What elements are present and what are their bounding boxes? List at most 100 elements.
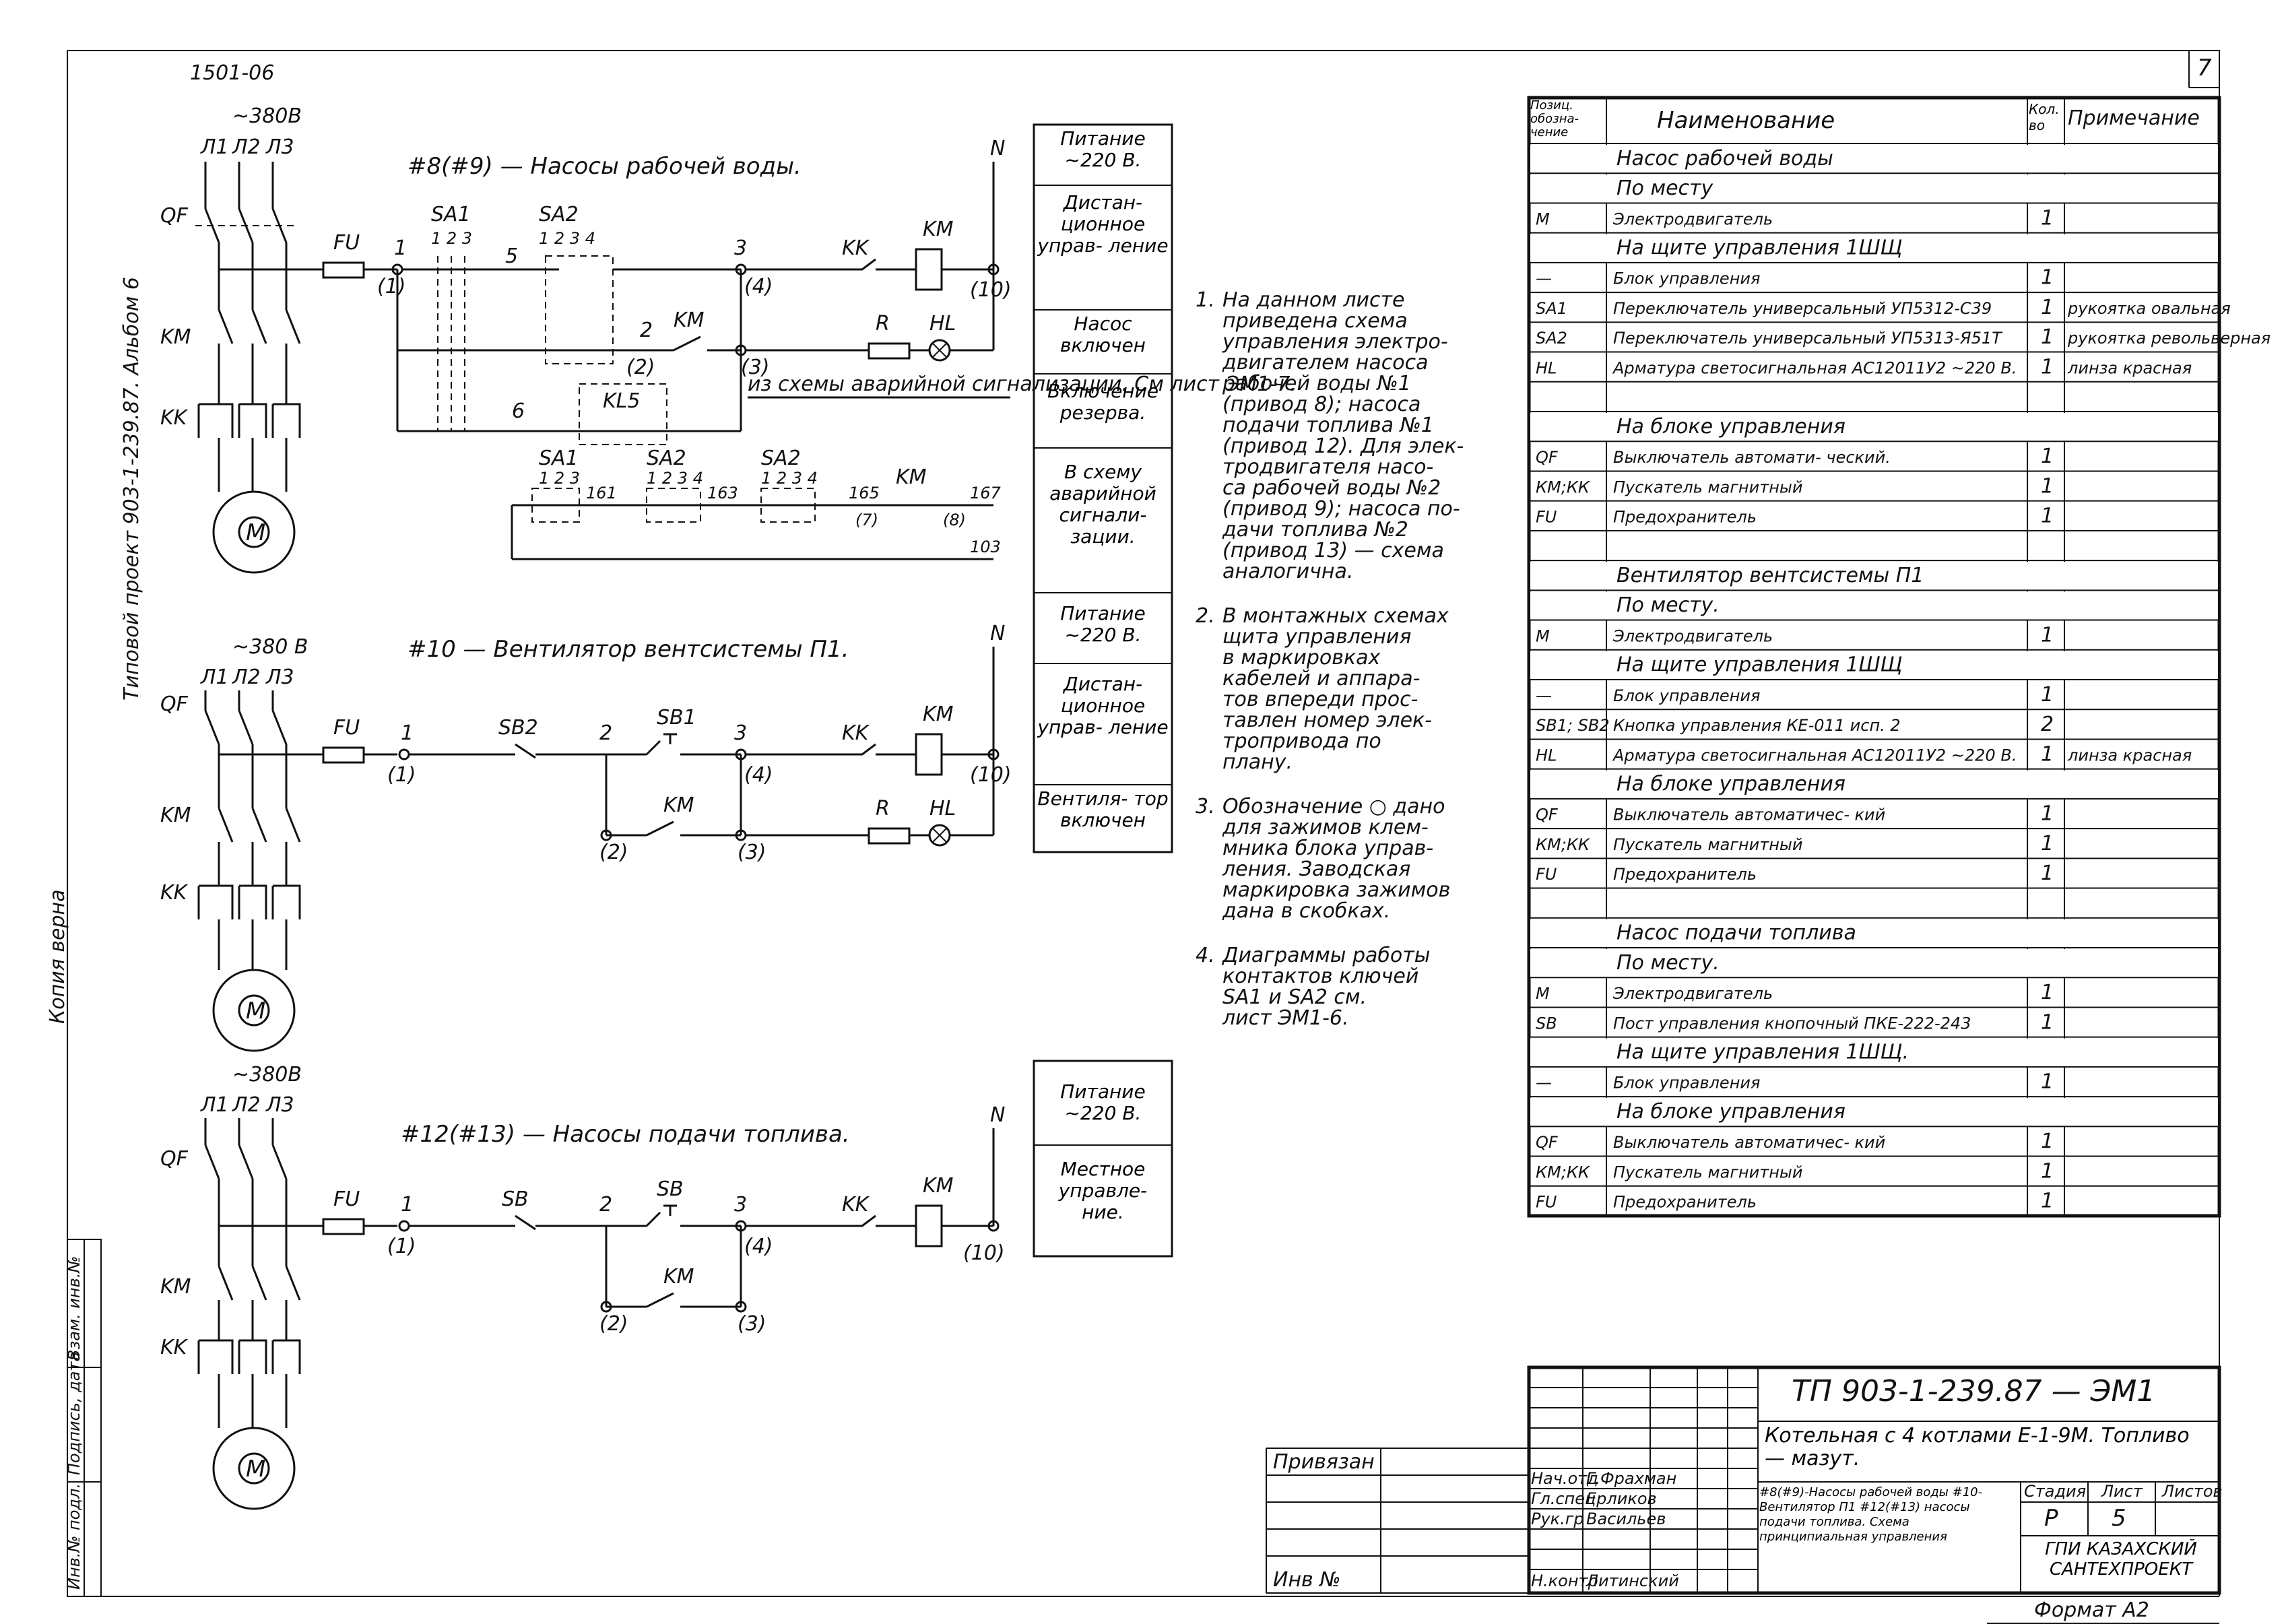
c2-km-contact: KM <box>663 793 694 817</box>
spec-qty: 1 <box>2041 981 2054 1004</box>
spec-qty: 1 <box>2041 683 2054 707</box>
spec-section-bg <box>1530 651 2218 679</box>
spec-qty: 1 <box>2041 1190 2054 1213</box>
note-line: маркировка зажимов <box>1222 878 1450 902</box>
spec-note: рукоятка револьверная <box>2067 329 2271 348</box>
c3-box-power: Питание ~220 В. <box>1060 1081 1146 1124</box>
c2-box-power: Питание ~220 В. <box>1060 603 1146 646</box>
spec-pos: HL <box>1536 746 1557 765</box>
circuit-1-alarm-chain: SA1 1 2 3 161 SA2 1 2 3 4 163 SA2 1 2 3 … <box>511 447 1002 560</box>
spec-pos: КМ;КК <box>1536 835 1590 854</box>
spec-header-pos: Позиц. обозна- чение <box>1530 99 1579 139</box>
spec-header-qty: Кол. во <box>2029 101 2060 133</box>
c1-node-2b: (2) <box>626 356 655 379</box>
note-line: кабелей и аппара- <box>1222 667 1420 690</box>
spec-section-bg <box>1530 174 2218 203</box>
c1-kk2: KK <box>842 236 870 260</box>
spec-section-bg <box>1530 1038 2218 1066</box>
c3-kk2: KK <box>842 1193 870 1216</box>
spec-section-bg <box>1530 919 2218 947</box>
tb-stage: Р <box>2044 1505 2058 1532</box>
spec-qty: 1 <box>2041 474 2054 498</box>
tb-sig-name-0: Г.Фрахман <box>1586 1469 1676 1488</box>
c3-node-1: 1 <box>401 1193 414 1216</box>
spec-section-bg <box>1530 234 2218 262</box>
c2-km-label: KM <box>160 804 191 827</box>
note-line: са рабочей воды №2 <box>1222 476 1441 500</box>
spec-qty: 1 <box>2041 296 2054 319</box>
c3-node-3b: (3) <box>738 1312 766 1336</box>
spec-pos: FU <box>1536 508 1557 527</box>
spec-name: Предохранитель <box>1613 1193 1757 1212</box>
spec-pos: QF <box>1536 448 1559 467</box>
spec-note: рукоятка овальная <box>2067 299 2231 318</box>
spec-qty: 1 <box>2041 802 2054 826</box>
c3-node-2: 2 <box>599 1193 612 1216</box>
spec-name: Арматура светосигнальная АС12011У2 ~220 … <box>1612 358 2017 377</box>
c1-motor: М <box>246 519 265 546</box>
spec-note: линза красная <box>2067 358 2192 377</box>
c1-node-10: (10) <box>970 278 1012 302</box>
spec-qty: 1 <box>2041 206 2054 230</box>
note-line: плану. <box>1222 750 1293 774</box>
note-line: аналогична. <box>1222 560 1353 583</box>
tb-sig-name-3: Литинский <box>1586 1571 1679 1590</box>
spec-section-title: Насос подачи топлива <box>1616 921 1856 945</box>
spec-section-bg <box>1530 770 2218 798</box>
spec-name: Выключатель автомати- ческий. <box>1613 448 1891 467</box>
tb-stage-header: Стадия <box>2024 1482 2086 1501</box>
c1-alarm-sa1: SA1 <box>539 447 579 470</box>
spec-section-title: На щите управления 1ШЩ. <box>1616 1041 1909 1064</box>
spec-pos: — <box>1536 686 1552 705</box>
c1-box-on: Насос включен <box>1060 313 1146 356</box>
c1-sa2: SA2 <box>539 203 579 226</box>
c1-node-6: 6 <box>512 399 525 423</box>
circuit-1-power: ~380В Л1 Л2 Л3 QF KM KK М FU <box>160 104 397 574</box>
page-number: 7 <box>2197 55 2212 82</box>
c1-alarm-sa2b-pos: 1 2 3 4 <box>761 469 818 488</box>
spec-section-title: На блоке управления <box>1616 415 1846 439</box>
c2-kk2: KK <box>842 721 870 745</box>
circuit-3-control: 1 (1) SB 2 SB 3 (4) KK KM (10) N KM (2) … <box>387 1103 1005 1336</box>
spec-section-title: По месту <box>1616 176 1714 200</box>
spec-name: Пост управления кнопочный ПКЕ-222-243 <box>1613 1014 1971 1033</box>
spec-name: Электродвигатель <box>1612 209 1773 228</box>
c2-km-coil: KM <box>923 703 954 726</box>
spec-pos: QF <box>1536 1133 1559 1152</box>
tb-sheet-desc: #8(#9)-Насосы рабочей воды #10-Вентилято… <box>1759 1485 1983 1544</box>
note-line: (привод 13) — схема <box>1222 539 1444 562</box>
tb-privyazan: Привязан <box>1273 1450 1375 1474</box>
c1-alarm-sa2b: SA2 <box>761 447 801 470</box>
note-line: Диаграммы работы <box>1221 944 1430 967</box>
spec-section-title: На щите управления 1ШЩ <box>1616 653 1902 677</box>
c3-kk-label: KK <box>160 1336 189 1359</box>
circuit-1-control: 1 (1) SA1 1 2 3 5 SA2 1 2 3 4 3 (4) KK K… <box>377 137 1297 445</box>
c3-sb-b: SB <box>657 1177 684 1201</box>
spec-name: Электродвигатель <box>1612 984 1773 1003</box>
spec-pos: КМ;КК <box>1536 478 1590 496</box>
c1-node-4: (4) <box>744 275 773 298</box>
note-line: управления электро- <box>1222 330 1448 354</box>
c2-node-1: 1 <box>401 721 414 745</box>
c2-node-4: (4) <box>744 763 773 787</box>
spec-pos: FU <box>1536 1193 1557 1212</box>
spec-pos: SA2 <box>1536 329 1567 348</box>
note-line: ления. Заводская <box>1222 857 1410 881</box>
c3-sb-a: SB <box>502 1188 529 1211</box>
circuit-2-control: 1 (1) SB2 2 SB1 3 (4) KK KM (10) N KM (2… <box>387 622 1012 864</box>
c2-title: #10 — Вентилятор вентсистемы П1. <box>407 636 849 663</box>
note-line: Обозначение ○ дано <box>1222 795 1445 818</box>
note-line: На данном листе <box>1222 288 1404 312</box>
spec-pos: SB <box>1536 1014 1557 1033</box>
spec-pos: SA1 <box>1536 299 1567 318</box>
circuit-3-power: ~380В Л1 Л2 Л3 QF KM KK М FU <box>160 1063 397 1510</box>
tb-inv: Инв № <box>1273 1568 1340 1592</box>
tb-sig-role-1: Гл.спец <box>1531 1489 1596 1508</box>
c2-node-3: 3 <box>734 721 747 745</box>
note-line: (привод 8); насоса <box>1222 393 1420 416</box>
note-line: (привод 9); насоса по- <box>1222 497 1460 521</box>
c2-n-label: N <box>990 622 1005 645</box>
side-grid-sign: Подпись, дата <box>65 1352 84 1475</box>
c1-alarm-103: 103 <box>970 538 1001 556</box>
c1-box-remote: Дистан- ционное управ- ление <box>1037 192 1169 257</box>
